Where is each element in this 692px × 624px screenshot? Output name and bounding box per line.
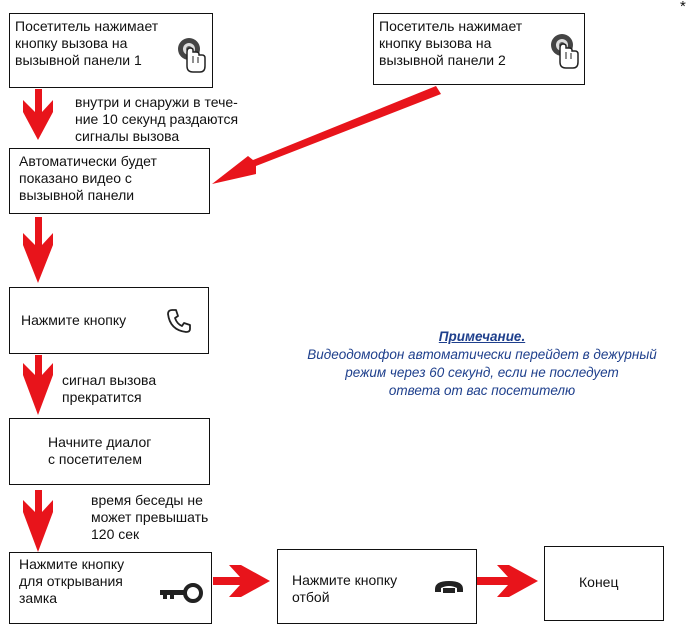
arrow-dialog-to-unlock bbox=[23, 490, 53, 552]
step-visitor-presses-panel1: Посетитель нажимает кнопку вызова на выз… bbox=[9, 13, 213, 88]
call-button-finger-icon bbox=[178, 38, 206, 73]
step-label: Нажмите кнопку отбой bbox=[292, 572, 398, 605]
annotation-signal-stops: сигнал вызова прекратится bbox=[62, 372, 157, 405]
step-start-dialog: Начните диалог с посетителем bbox=[9, 418, 210, 485]
arrow-hangup-to-end bbox=[477, 565, 538, 597]
step-label: Конец bbox=[579, 574, 619, 590]
note-block: Примечание. Видеодомофон автоматически п… bbox=[272, 328, 692, 400]
call-button-finger-icon bbox=[551, 34, 579, 69]
step-press-hangup: Нажмите кнопку отбой bbox=[277, 549, 477, 624]
arrow-unlock-to-hangup bbox=[213, 565, 270, 597]
phone-handset-icon bbox=[167, 309, 191, 333]
note-title: Примечание. bbox=[438, 329, 526, 344]
step-label: Нажмите кнопку для открывания замка bbox=[19, 556, 125, 606]
annotation-talk-limit: время беседы не может превышать 120 сек bbox=[91, 492, 209, 542]
step-label: Посетитель нажимает кнопку вызова на выз… bbox=[379, 18, 523, 68]
step-visitor-presses-panel2: Посетитель нажимает кнопку вызова на выз… bbox=[373, 13, 585, 85]
key-icon bbox=[160, 583, 203, 603]
step-end: Конец bbox=[544, 546, 664, 621]
arrow-video-to-press bbox=[23, 217, 53, 283]
step-auto-video: Автоматически будет показано видео с выз… bbox=[9, 148, 210, 214]
step-press-call-button: Нажмите кнопку bbox=[9, 287, 209, 354]
step-press-unlock: Нажмите кнопку для открывания замка bbox=[9, 552, 212, 624]
step-label: Посетитель нажимает кнопку вызова на выз… bbox=[15, 18, 159, 68]
step-label: Нажмите кнопку bbox=[21, 312, 127, 328]
hangup-phone-icon bbox=[435, 581, 463, 593]
step-label: Начните диалог с посетителем bbox=[48, 434, 152, 467]
step-label: Автоматически будет показано видео с выз… bbox=[19, 153, 157, 203]
arrow-panel1-to-video bbox=[23, 89, 53, 140]
arrow-press-to-dialog bbox=[23, 355, 53, 415]
arrow-panel2-to-video bbox=[212, 86, 441, 184]
annotation-ring-signals: внутри и снаружи в тече- ние 10 секунд р… bbox=[75, 94, 239, 144]
note-text: Видеодомофон автоматически перейдет в де… bbox=[307, 347, 657, 398]
asterisk-mark: * bbox=[680, 0, 686, 15]
